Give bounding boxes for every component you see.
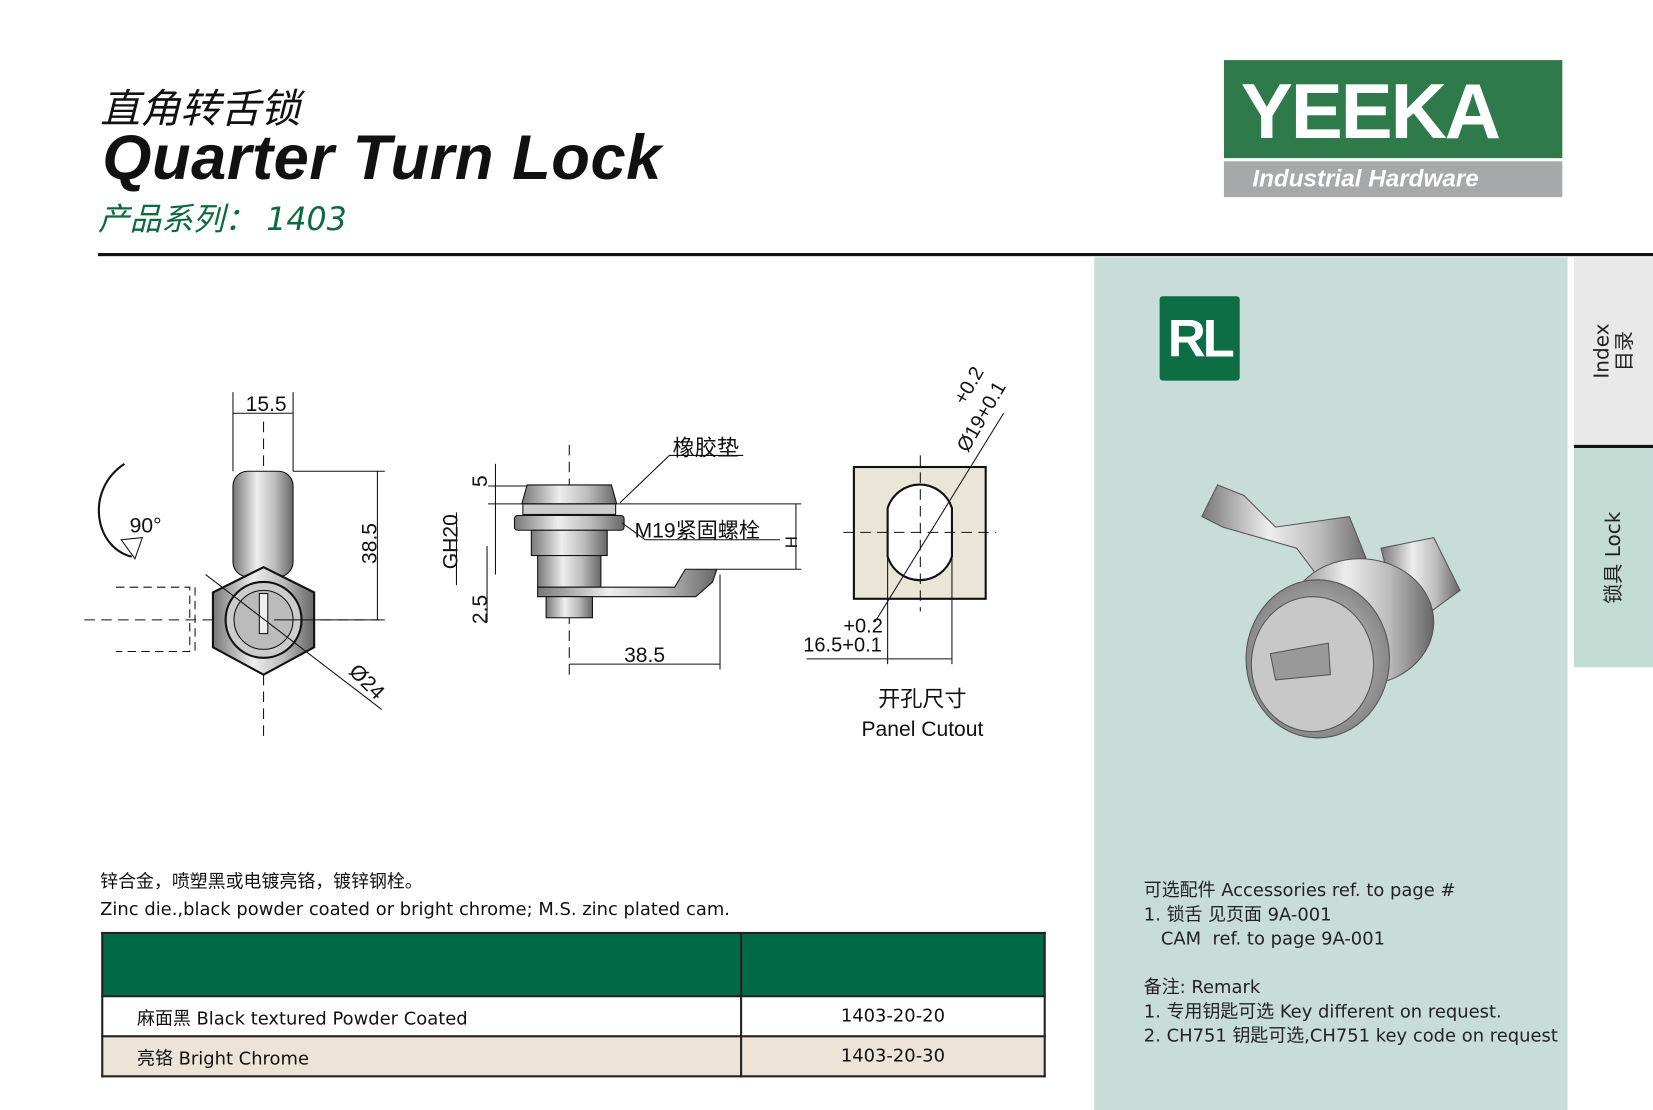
material-en: Zinc die.,black powder coated or bright …: [100, 899, 731, 921]
material-cn: 锌合金，喷塑黑或电镀亮铬，镀锌钢栓。: [100, 871, 423, 893]
code-cell: 1403-20-20: [740, 995, 1046, 1038]
page-title: Quarter Turn Lock: [102, 122, 662, 193]
code-cell: 1403-20-30: [740, 1035, 1046, 1078]
dim-h: H: [782, 536, 801, 548]
dim-cam-length: 38.5: [624, 644, 665, 667]
accessory-item: 1. 锁舌 见页面 9A-001: [1143, 904, 1332, 926]
material-description: 锌合金，喷塑黑或电镀亮铬，镀锌钢栓。 Zinc die.,black powde…: [100, 869, 730, 924]
cutout-title-en: Panel Cutout: [861, 718, 983, 741]
gasket-label: 橡胶垫: [673, 435, 739, 460]
dim-height: 38.5: [358, 523, 381, 564]
finish-cell: 麻面黑 Black textured Powder Coated: [101, 995, 743, 1038]
yeeka-logo: YEEKA Industrial Hardware: [1223, 60, 1563, 198]
cutout-width: 16.5+0.1: [803, 634, 881, 656]
header-divider: [98, 253, 1653, 257]
dim-5: 5: [469, 475, 492, 487]
front-view: [84, 392, 385, 738]
accessory-item: CAM ref. to page 9A-001: [1143, 928, 1386, 950]
remark-item: 2. CH751 钥匙可选,CH751 key code on request: [1143, 1025, 1558, 1047]
dim-width: 15.5: [246, 393, 287, 416]
product-series: 产品系列： 1403: [98, 201, 347, 239]
dim-gh: GH20: [440, 514, 463, 569]
cutout-title-cn: 开孔尺寸: [878, 686, 966, 711]
title-chinese: 直角转舌锁: [100, 85, 301, 132]
remark-item: 1. 专用钥匙可选 Key different on request.: [1143, 1001, 1502, 1023]
dim-diameter: Ø24: [344, 660, 389, 705]
spacer: [1144, 952, 1558, 976]
remark-heading: 备注: Remark: [1143, 977, 1261, 999]
dim-2-5: 2.5: [469, 595, 492, 624]
tab-lock[interactable]: 锁具 Lock: [1573, 448, 1653, 668]
accessories-remarks: 可选配件 Accessories ref. to page # 1. 锁舌 见页…: [1144, 879, 1558, 1049]
accessories-heading: 可选配件 Accessories ref. to page #: [1143, 880, 1456, 902]
nut-label: M19紧固螺栓: [635, 519, 760, 543]
side-view: [455, 444, 802, 675]
rl-badge: RL: [1159, 296, 1240, 381]
rotation-label: 90°: [130, 514, 162, 537]
logo-brand: YEEKA: [1240, 67, 1501, 155]
product-photo: [1201, 484, 1461, 739]
finish-cell: 亮铬 Bright Chrome: [101, 1035, 743, 1078]
logo-tagline: Industrial Hardware: [1252, 164, 1479, 192]
cutout-width-tol: +0.2: [843, 616, 883, 638]
panel-cutout: [806, 412, 1005, 665]
table-header: [101, 931, 1046, 998]
